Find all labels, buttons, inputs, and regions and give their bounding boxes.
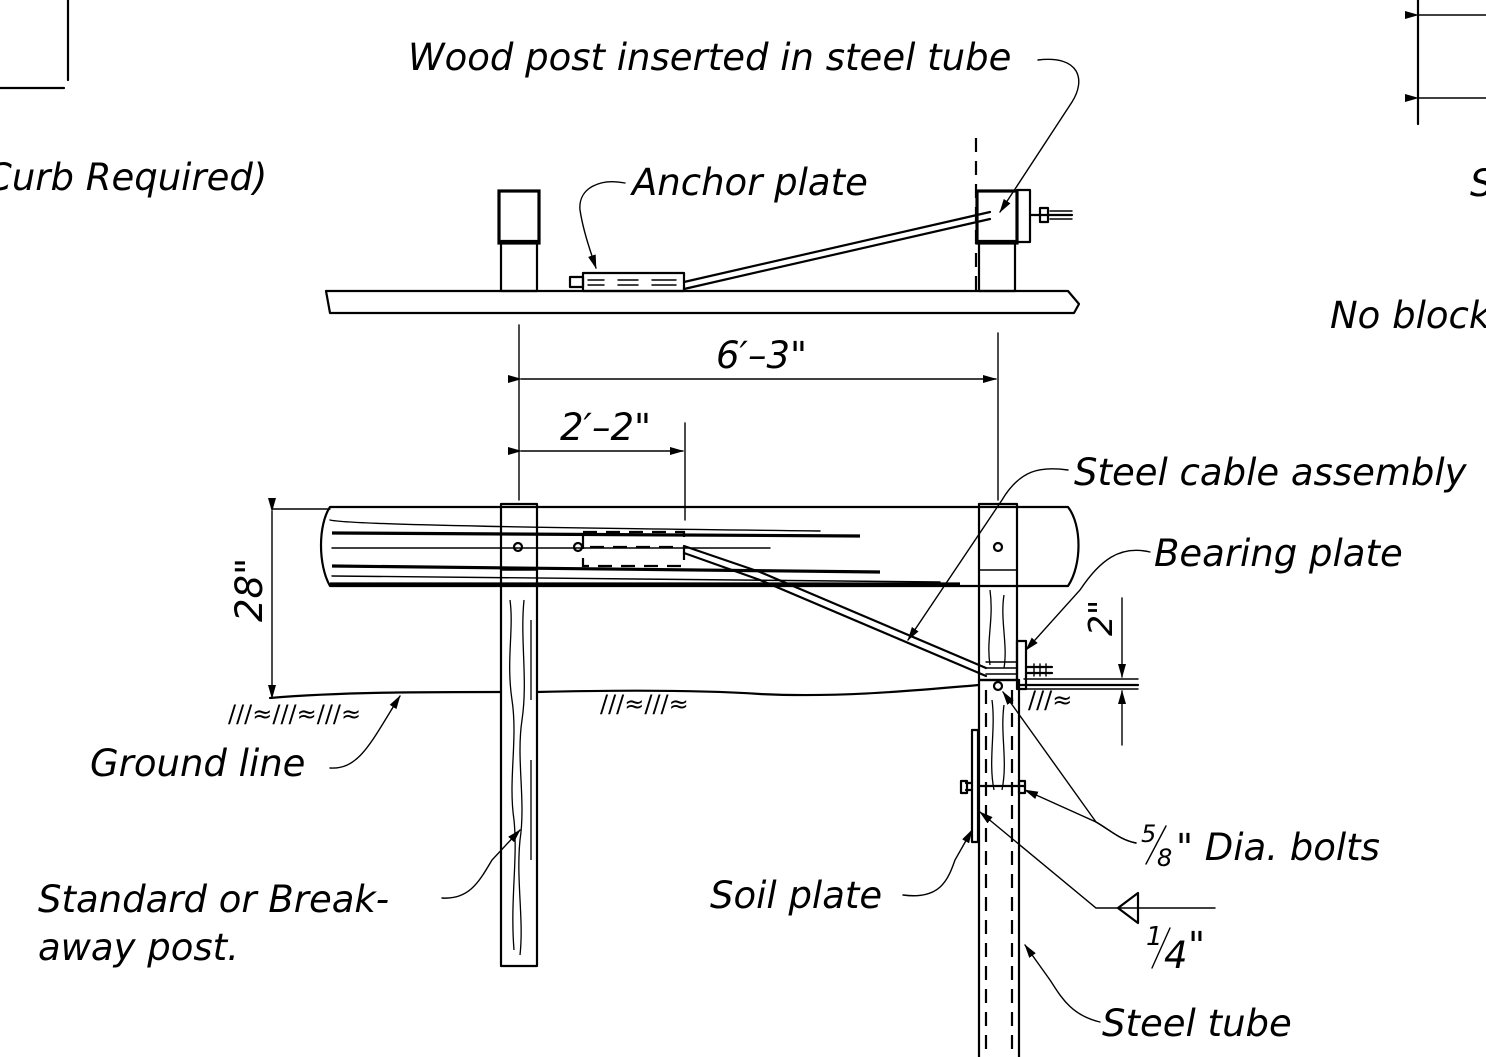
svg-text:///≈: ///≈ bbox=[1028, 686, 1072, 714]
label-steel-tube: Steel tube bbox=[1102, 1002, 1292, 1045]
plan-anchor-plate bbox=[581, 271, 686, 293]
label-weld-size: 1 4 " bbox=[1146, 922, 1205, 977]
anchor-plate-elevation bbox=[581, 530, 686, 568]
bearing-plate bbox=[1015, 639, 1028, 691]
label-steel-cable: Steel cable assembly bbox=[1074, 451, 1468, 494]
label-bolts: 5 8 " Dia. bolts bbox=[1141, 820, 1380, 872]
plan-post-right bbox=[977, 239, 1017, 293]
elevation-view: ///≈///≈///≈ ///≈///≈ ///≈ bbox=[228, 502, 1140, 1057]
leader-ground-line bbox=[329, 695, 401, 769]
leader-soil-plate bbox=[902, 829, 973, 897]
plan-bearing-plate bbox=[1015, 188, 1032, 244]
bolts-text: " Dia. bolts bbox=[1176, 826, 1380, 869]
leader-bearing-plate bbox=[1025, 549, 1151, 651]
plan-post-right-block bbox=[975, 189, 1019, 245]
weld-unit: " bbox=[1188, 924, 1205, 967]
label-wood-post: Wood post inserted in steel tube bbox=[408, 36, 1011, 79]
post-left bbox=[499, 502, 539, 968]
soil-plate bbox=[970, 728, 980, 844]
svg-text:///≈///≈: ///≈///≈ bbox=[600, 690, 689, 718]
elevation-cable bbox=[682, 544, 988, 670]
leader-cable bbox=[907, 468, 1069, 641]
plan-cable bbox=[682, 210, 992, 284]
leader-bolt-upper bbox=[1002, 691, 1137, 844]
label-dim-overall: 6′–3" bbox=[716, 334, 807, 377]
ground-line bbox=[268, 683, 981, 700]
label-partial-right: S bbox=[1470, 162, 1486, 205]
leader-wood-post bbox=[999, 58, 1080, 213]
label-dim-height: 28" bbox=[228, 558, 271, 622]
plan-view bbox=[324, 138, 1081, 315]
weld-fraction-num: 1 bbox=[1146, 922, 1163, 952]
leader-anchor-plate bbox=[579, 181, 626, 269]
label-bearing-plate: Bearing plate bbox=[1154, 532, 1403, 575]
leader-bolt-lower bbox=[1024, 789, 1137, 844]
svg-text:///≈///≈///≈: ///≈///≈///≈ bbox=[228, 700, 361, 728]
label-curb-required: Curb Required) bbox=[0, 156, 267, 199]
dimension-lines bbox=[268, 324, 1139, 746]
label-no-block: No block bbox=[1330, 294, 1486, 337]
weld-symbol bbox=[1116, 891, 1140, 925]
leader-steel-tube bbox=[1024, 944, 1101, 1023]
leader-weld bbox=[979, 811, 1216, 909]
plan-post-left bbox=[499, 239, 539, 293]
leader-standard-post bbox=[441, 829, 521, 899]
plan-rail bbox=[324, 289, 1081, 315]
partial-detail-right bbox=[1405, 0, 1486, 126]
bolts-fraction-num: 5 bbox=[1141, 820, 1156, 848]
ground-hatching: ///≈///≈///≈ ///≈///≈ ///≈ bbox=[228, 686, 1072, 728]
weld-fraction-den: 4 bbox=[1164, 934, 1188, 977]
label-dim-partial: 2′–2" bbox=[560, 406, 651, 449]
label-anchor-plate: Anchor plate bbox=[630, 161, 868, 204]
w-beam-rail bbox=[319, 505, 1080, 588]
label-dim-two-inch: 2" bbox=[1081, 600, 1120, 636]
label-soil-plate: Soil plate bbox=[710, 874, 882, 917]
plan-post-left-block bbox=[497, 189, 541, 245]
bolts-fraction-den: 8 bbox=[1157, 844, 1172, 872]
label-standard-post-2: away post. bbox=[38, 926, 239, 969]
partial-detail-left bbox=[0, 0, 70, 90]
post-right-wood bbox=[977, 502, 1019, 682]
label-standard-post-1: Standard or Break- bbox=[38, 878, 389, 921]
label-ground-line: Ground line bbox=[90, 742, 305, 785]
